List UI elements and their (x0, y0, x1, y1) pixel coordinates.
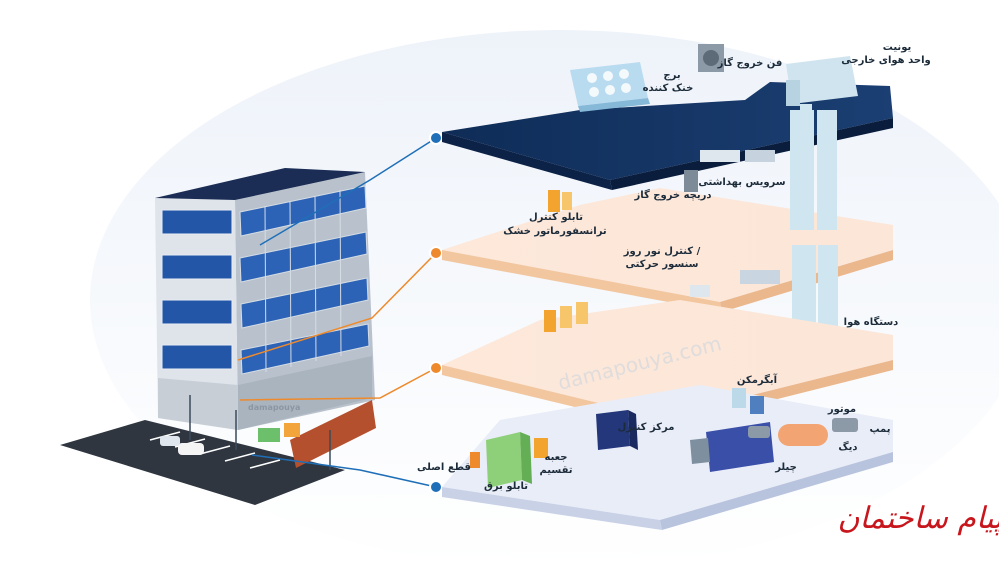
car (160, 436, 204, 455)
lamp-posts (189, 395, 331, 470)
main-switch (470, 452, 480, 468)
label-distribution-line1: جعبه (545, 452, 568, 463)
basement-level (442, 385, 893, 530)
cooling-tower (570, 62, 650, 112)
connector-lines (237, 137, 437, 488)
label-water-softener: آبگرمکن (737, 373, 778, 386)
side-windows (239, 185, 370, 375)
pump-motor (748, 418, 858, 438)
ground-floor (158, 378, 238, 430)
label-unit-line2: واحد هوای خارجی (841, 55, 930, 66)
ground-floor-side (238, 356, 372, 430)
labels: یونیت واحد هوای خارجی فن خروج گاز برج خن… (417, 42, 931, 492)
electrical-panel (486, 432, 532, 488)
building-illustration: damapouya (60, 168, 376, 505)
label-electrical-panel: تابلو برق (484, 481, 528, 492)
label-tower-line1: برج (663, 70, 680, 81)
label-air-handler: دستگاه هوا (844, 315, 899, 328)
boiler-tank (778, 424, 828, 446)
label-boiler: دیگ (838, 441, 857, 453)
building-watermark: damapouya (248, 403, 300, 412)
gas-exhaust-fan (698, 44, 724, 72)
label-gas-fan: فن خروج گاز (717, 56, 783, 69)
ground-equipment-orange (284, 423, 300, 437)
brick-wall (290, 400, 376, 468)
floor3-equipment (544, 270, 780, 332)
label-light-control-line1: کنترل نور روز / (623, 246, 701, 257)
parking-lot (60, 420, 345, 505)
label-sanitary: سرویس بهداشتی (698, 177, 785, 188)
outdoor-air-unit (786, 56, 858, 170)
label-gas-damper: دریچه خروج گاز (633, 188, 711, 201)
label-light-control-line2: سنسور حرکتی (625, 259, 698, 270)
front-windows (161, 209, 233, 370)
label-control-panel: تابلو کنترل (529, 212, 583, 223)
label-dry-transformer: ترانسفورماتور خشک (503, 226, 607, 237)
label-main-switch: قطع اصلی (417, 462, 471, 473)
brand-logo: پیام ساختمان (837, 501, 999, 536)
label-control-center: مرکز کنترل (618, 422, 675, 433)
label-unit-line1: یونیت (883, 42, 912, 53)
label-motor: موتور (827, 404, 856, 415)
water-heater (732, 388, 764, 414)
label-distribution-line2: تقسیم (539, 465, 572, 476)
control-center (596, 410, 638, 450)
distribution-box (534, 438, 548, 458)
label-pump: پمپ (869, 424, 890, 435)
floor2-equipment (548, 150, 775, 212)
building-roof (155, 168, 365, 200)
label-chiller: چیلر (774, 462, 797, 473)
vertical-ducts (790, 110, 838, 335)
ground-equipment (258, 428, 280, 442)
label-tower-line2: خنک کننده (643, 83, 694, 94)
